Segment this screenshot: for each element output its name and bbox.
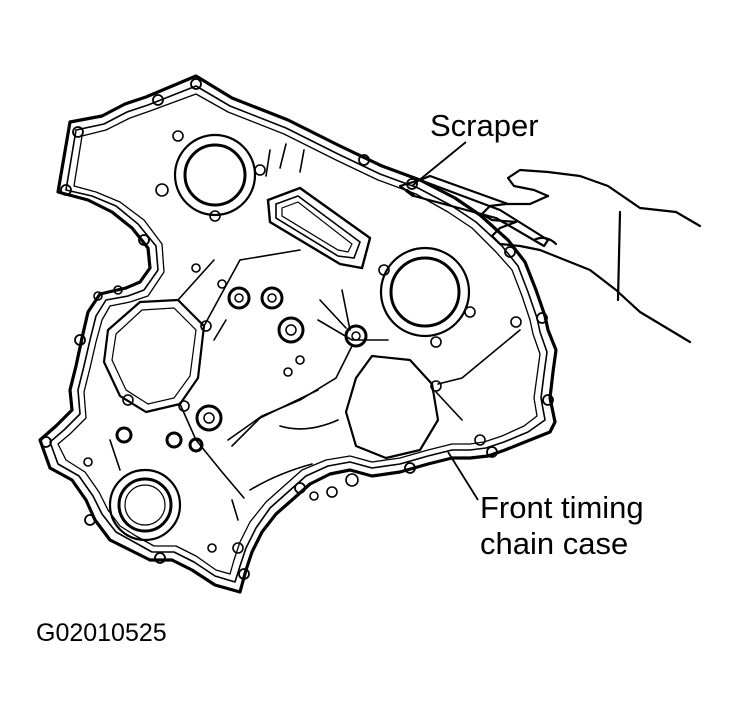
front-timing-chain-case-label-line1: Front timing xyxy=(480,490,644,525)
scraper-blade xyxy=(398,174,550,248)
left-window-inner xyxy=(111,307,197,405)
upper-left-bore xyxy=(155,130,266,222)
right-lower-window xyxy=(344,354,440,460)
upper-right-bore xyxy=(378,246,476,348)
crankshaft-bore xyxy=(108,468,182,542)
detail-holes xyxy=(83,263,522,554)
hand-icon xyxy=(480,168,702,344)
gasket-groove-outer xyxy=(49,85,548,583)
figure-id: G02010525 xyxy=(36,619,167,647)
scraper-leader-line xyxy=(411,141,467,187)
rectangular-window xyxy=(266,186,372,270)
front-timing-chain-case-label-line2: chain case xyxy=(480,526,629,561)
left-window xyxy=(102,298,206,414)
case-outer-outline xyxy=(38,74,558,594)
case-leader-line xyxy=(447,451,479,501)
internal-ribs xyxy=(109,143,521,521)
perimeter-bolt-holes xyxy=(40,78,554,580)
scraper-label: Scraper xyxy=(430,108,539,143)
seal-rings xyxy=(115,286,368,453)
front-timing-chain-case-label: Front timing chain case xyxy=(480,490,644,562)
gasket-groove-inner xyxy=(57,93,541,575)
